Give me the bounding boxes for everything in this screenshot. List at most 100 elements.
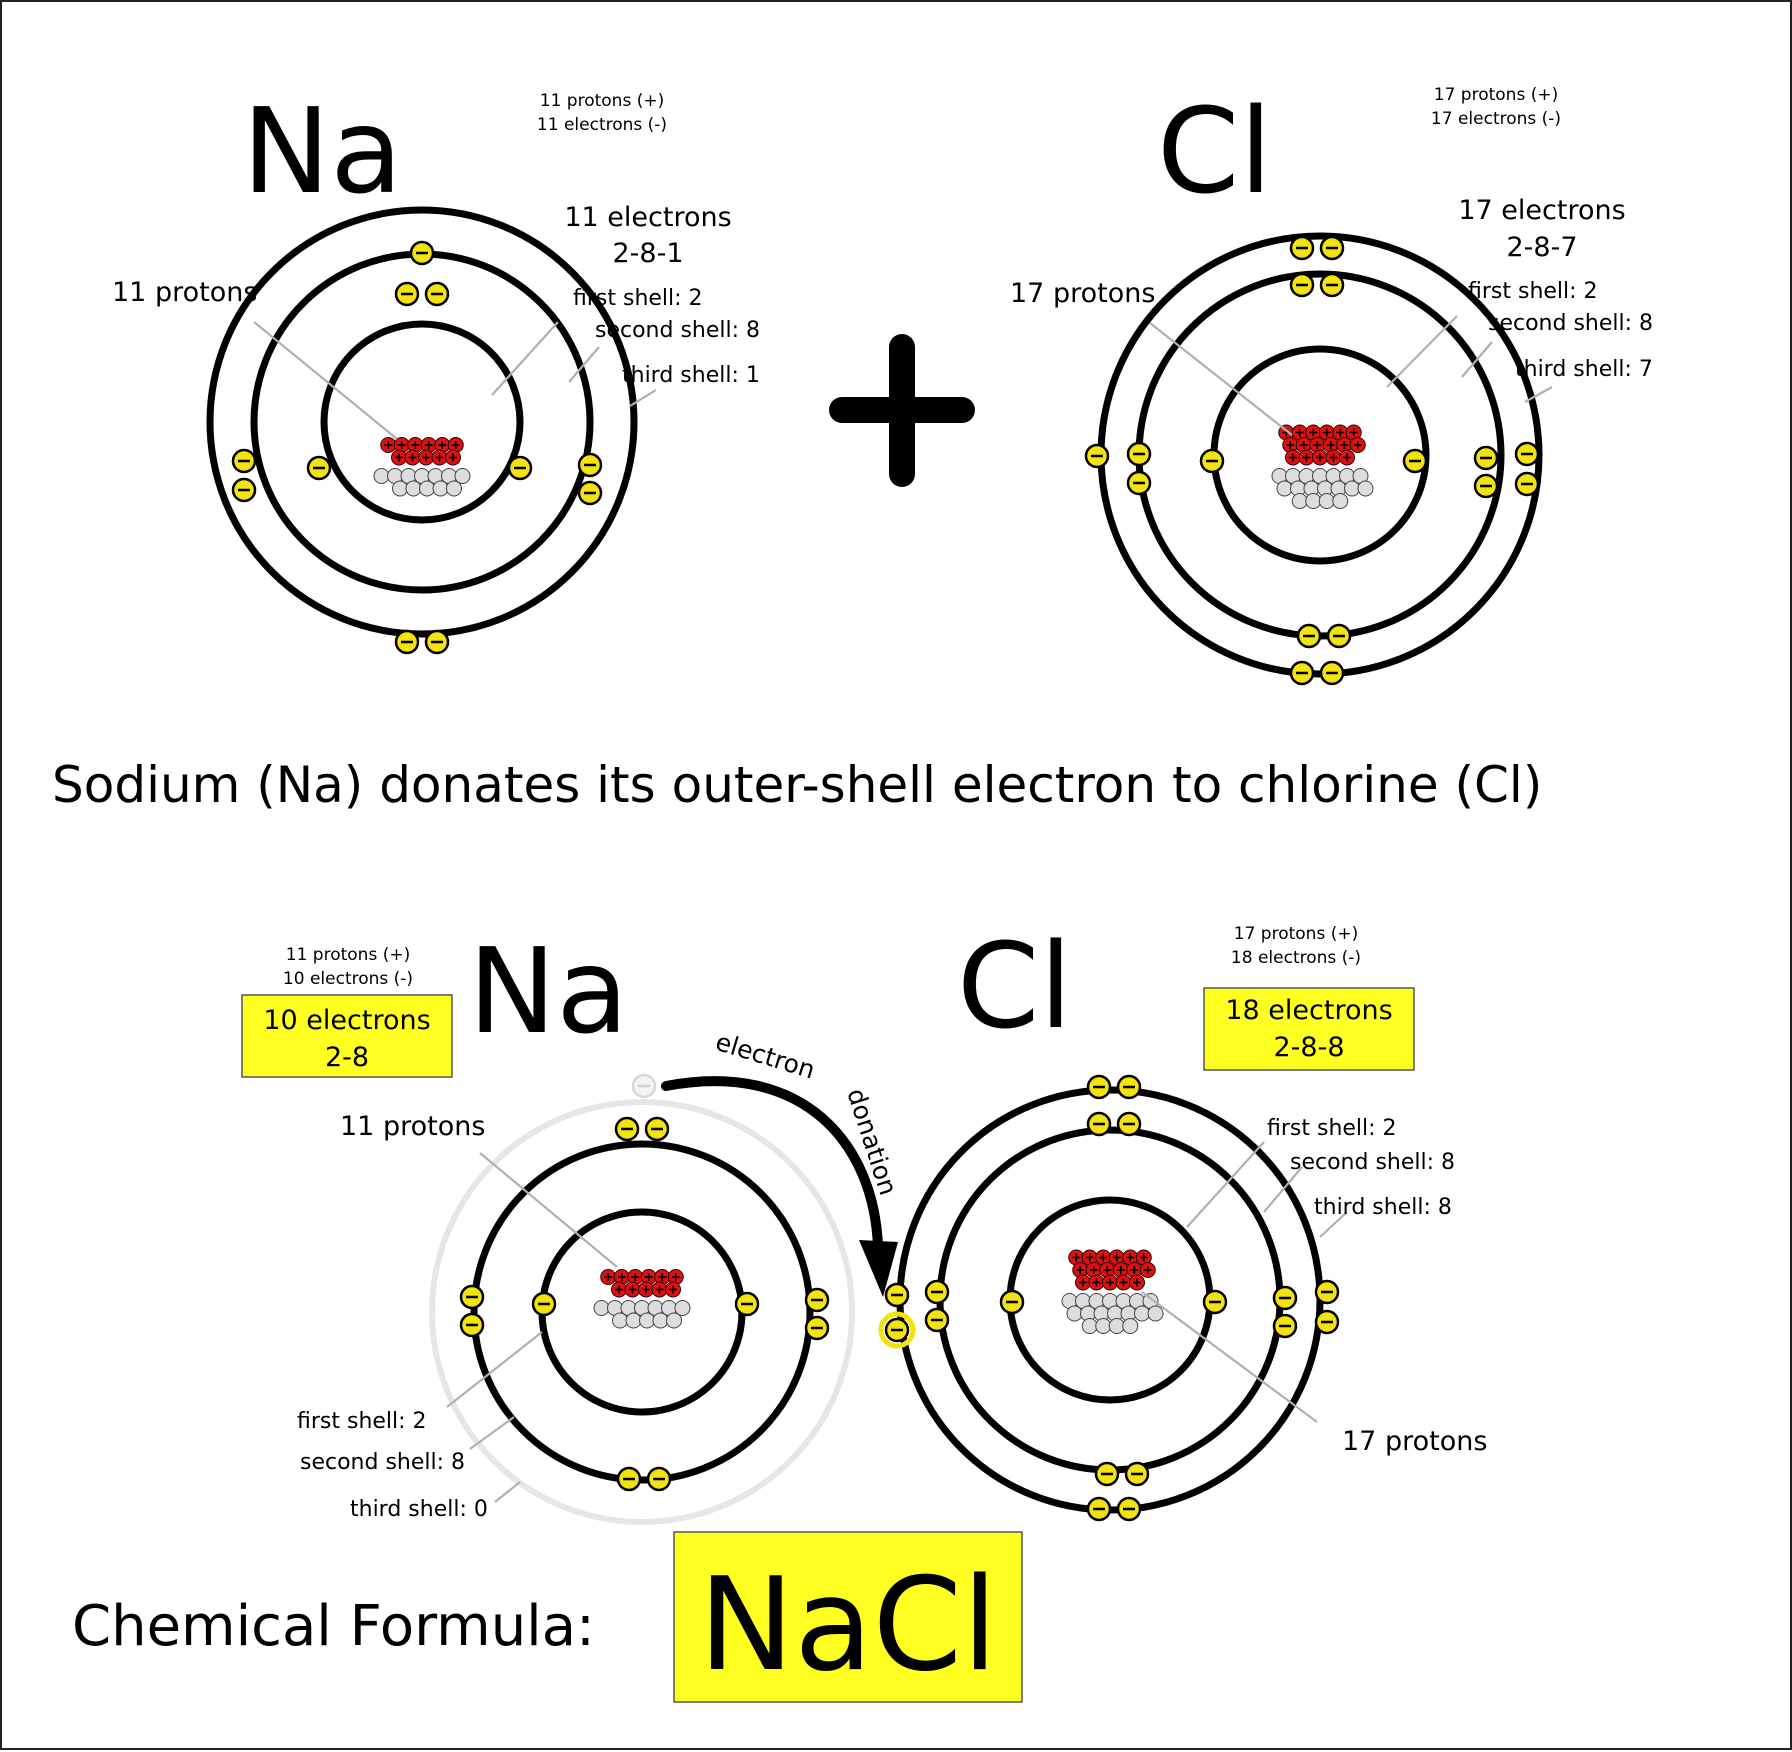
caption: Sodium (Na) donates its outer-shell elec… [52,756,1542,814]
electron-icon [424,629,450,655]
na-shell2-leader [568,346,600,383]
cl-ion-symbol: Cl [957,917,1072,1055]
na-ion-shell2-label: second shell: 8 [300,1450,465,1475]
na-ion-ghost-shell-3 [429,1099,855,1525]
electron-icon [999,1289,1025,1315]
cl-protons-leader [1149,322,1293,436]
electron-icon [531,1291,557,1317]
na-ion-protons-leader [479,1152,618,1268]
electron-icon [1314,1279,1340,1305]
donation-label-electron: electron [712,1027,818,1085]
electron-icon [616,1466,642,1492]
electron-icon [394,281,420,307]
electron-icon [804,1287,830,1313]
proton [1339,449,1355,466]
electron-icon [1319,272,1345,298]
electron-icon [884,1282,910,1308]
plus-sign [829,334,975,487]
cl-nucleus [1271,424,1374,509]
neutron [446,480,462,497]
na-shell2-label: second shell: 8 [595,318,760,343]
formula-box [673,1531,1023,1703]
electron-icon [1314,1309,1340,1335]
neutron [405,480,422,497]
neutron [612,1312,628,1329]
electron-icon [1319,235,1345,261]
electron-icon [459,1312,485,1338]
na-ion-shell2-leader [469,1416,515,1450]
na-counts-protons: 11 protons (+) [540,91,664,111]
electron-icon [1086,1496,1112,1522]
proton [624,1281,641,1298]
cl-ion-shell1-label: first shell: 2 [1267,1116,1397,1141]
neutron [1276,480,1293,497]
proton [1102,1274,1118,1291]
proton [1129,1274,1145,1291]
cl-ion-config: 2-8-8 [1273,1032,1344,1063]
na-shell1-leader [491,321,559,396]
cl-shell1-leader [1386,315,1458,388]
electron-icon [1473,445,1499,471]
neutron [432,480,449,497]
na-shell3-leader [629,389,657,407]
electron-icon [394,629,420,655]
na-ion-shell1-leader [446,1331,543,1408]
proton [447,437,464,453]
electron-icon [1086,1074,1112,1100]
neutron [1122,1318,1139,1334]
neutron [373,468,390,484]
na-ion-counts-protons: 11 protons (+) [286,945,410,965]
cl-shell3-leader [1524,386,1553,403]
na-config: 2-8-1 [612,238,683,269]
neutron [674,1300,691,1316]
proton [600,1269,617,1285]
neutron [639,1312,655,1329]
electron-icon [644,1116,670,1142]
na-ion-nucleus [593,1269,691,1329]
na-ion-shell-2 [470,1140,814,1484]
na-protons-leader [253,321,398,440]
na-ion-shell3-label: third shell: 0 [350,1497,488,1522]
cl-ion-nucleus [1061,1249,1164,1334]
electron-icon [231,477,257,503]
na-ion-protons-label: 11 protons [340,1111,485,1142]
neutron [1318,493,1335,509]
cl-shell3-label: third shell: 7 [1515,357,1653,382]
cl-ion-shell3-label: third shell: 8 [1314,1195,1452,1220]
proton [404,449,421,466]
proton [418,449,434,466]
electron-icon [409,240,435,266]
cl-shell1-label: first shell: 2 [1468,279,1598,304]
electron-icon [1094,1461,1120,1487]
cl-ion-shell1-leader [1186,1141,1265,1228]
na-ion-config: 2-8 [325,1042,369,1073]
electron-icon [231,448,257,474]
electron-icon [1086,1111,1112,1137]
cl-shell2-leader [1461,341,1493,378]
electron-icon [424,281,450,307]
electron-icon [1514,441,1540,467]
proton [1081,1249,1098,1266]
neutron [1291,493,1308,509]
donation-label-donation: donation [841,1085,903,1199]
cl-protons-label: 17 protons [1010,278,1155,309]
bottom-cl-ion: Cl 17 protons (+) 18 electrons (-) 18 el… [878,917,1487,1522]
proton [1088,1274,1105,1291]
electron-icon [1124,1461,1150,1487]
na-ion-counts-electrons: 10 electrons (-) [283,969,413,989]
proton [1108,1249,1125,1266]
donated-electron-halo [878,1311,916,1349]
cl-shell2-label: second shell: 8 [1488,311,1653,336]
cl-counts-protons: 17 protons (+) [1434,85,1558,105]
cl-ion-electrons-title: 18 electrons [1225,995,1392,1026]
na-shell-3 [206,206,638,638]
na-symbol: Na [242,82,403,220]
proton [1312,449,1328,466]
cl-config: 2-8-7 [1506,232,1577,263]
proton [380,437,397,453]
neutron [419,480,435,497]
bottom-na-ion: Na 11 protons (+) 10 electrons (-) 10 el… [241,922,855,1525]
na-ion-leader-lines [446,1152,618,1503]
proton [1298,449,1315,466]
neutron [625,1312,642,1329]
